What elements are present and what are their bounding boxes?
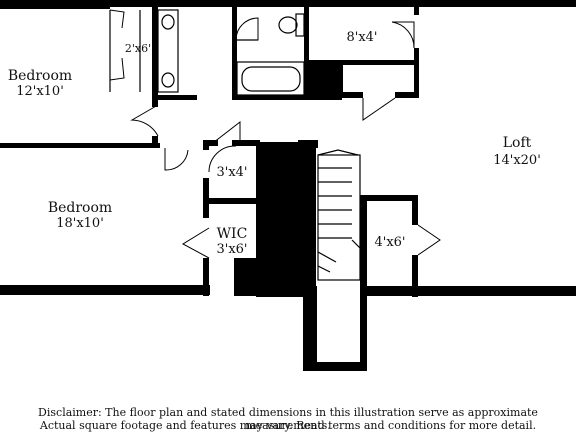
staircase [317,149,361,281]
walls [0,0,576,371]
closet-doors [109,9,141,92]
closet-4x6-dim: 4'x6' [374,235,405,250]
bathtub-icon [236,61,305,96]
room-8x4-dim: 8'x4' [346,30,377,45]
loft-name: Loft [503,135,532,151]
door-swing-icon [417,224,441,256]
bedroom-2-name: Bedroom [48,200,112,216]
disclaimer-line-2: Actual square footage and features may v… [39,419,537,432]
door-swing-icon [208,145,237,173]
door-swing-icon [181,227,210,259]
bedroom-1-dim: 12'x10' [16,84,64,99]
door-swings [130,17,441,259]
sink-icon [161,72,175,88]
disclaimer-line-1: Disclaimer: The floor plan and stated di… [38,406,538,432]
door-swing-icon [208,120,241,147]
closet-3x4-dim: 3'x4' [216,165,247,180]
floor-plan: Bedroom 12'x10' 2'x6' 8'x4' Loft 14'x20'… [0,0,576,371]
door-swing-icon [130,104,159,137]
door-swing-icon [362,97,396,121]
door-swing-icon [164,148,189,171]
bathroom-fixtures [157,9,305,96]
loft-dim: 14'x20' [493,153,541,168]
bedroom-1-name: Bedroom [8,68,72,84]
bedroom-2-dim: 18'x10' [56,216,104,231]
door-swing-icon [391,21,415,49]
wic-name: WIC [217,226,248,242]
room-labels: Bedroom 12'x10' 2'x6' 8'x4' Loft 14'x20'… [8,30,541,257]
door-swing-icon [235,17,259,41]
sink-icon [161,14,175,30]
bath-closet-dim: 2'x6' [125,42,151,55]
wic-dim: 3'x6' [216,242,247,257]
toilet-icon [278,13,305,37]
